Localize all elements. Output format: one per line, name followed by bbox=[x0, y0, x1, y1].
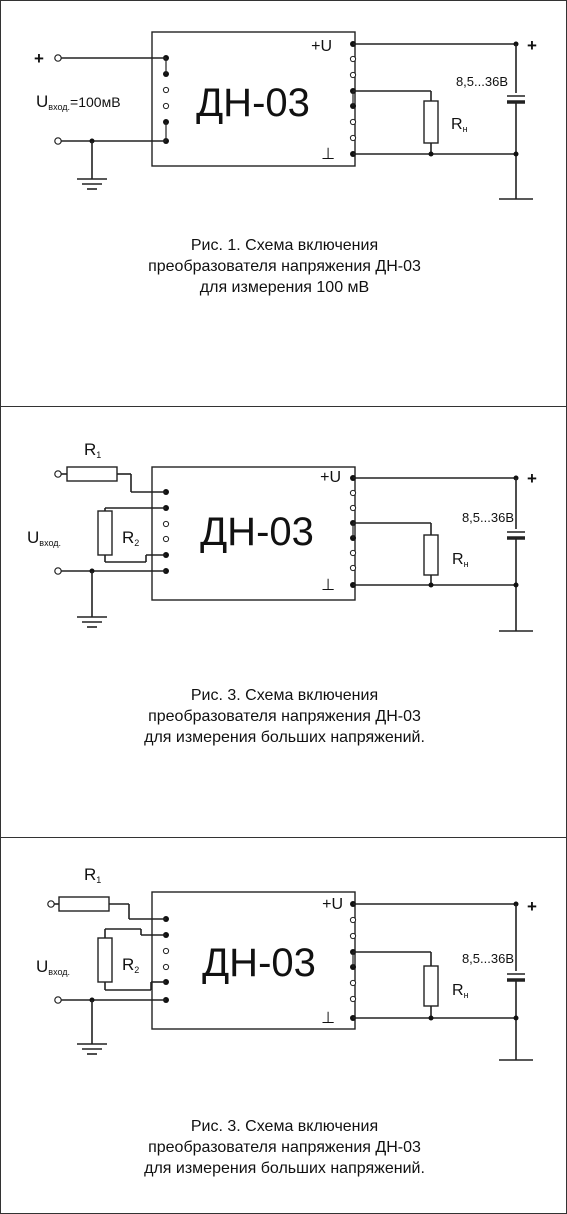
plus-u-label: +U bbox=[322, 896, 343, 913]
supply-plus-sign: + bbox=[527, 36, 537, 55]
circuit-diagram-3: ДН-03 +U ⊥ R1 R2 Uвхо bbox=[36, 865, 537, 1061]
right-pin-open bbox=[349, 55, 357, 63]
plus-u-label: +U bbox=[320, 469, 341, 486]
supply-voltage-label: 8,5...36В bbox=[462, 951, 514, 966]
left-pin-open bbox=[162, 102, 170, 110]
device-box bbox=[151, 891, 356, 1030]
input-voltage-label: Uвход. bbox=[36, 957, 70, 977]
load-resistor-label: Rн bbox=[452, 551, 469, 569]
left-pin-open bbox=[162, 86, 170, 94]
left-pin-open bbox=[162, 520, 170, 528]
resistor-r2 bbox=[97, 937, 113, 983]
figure-caption-3: Рис. 3. Схема включения преобразователя … bbox=[144, 1118, 425, 1177]
load-resistor-label: Rн bbox=[451, 116, 468, 134]
device-label: ДН-03 bbox=[196, 81, 310, 125]
figure-caption-1: Рис. 1. Схема включения преобразователя … bbox=[148, 237, 421, 296]
right-pin-open bbox=[349, 118, 357, 126]
diagram-panel-2: ДН-03 +U ⊥ R1 R2 Uвход. bbox=[0, 406, 567, 838]
supply-plus-sign: + bbox=[527, 469, 537, 488]
circuit-diagram-1: ДН-03 +U ⊥ + Uвход.=100мВ bbox=[34, 31, 537, 200]
diagram-panel-1: ДН-03 +U ⊥ + Uвход.=100мВ bbox=[0, 0, 567, 407]
load-resistor bbox=[423, 965, 439, 1007]
right-pin-open bbox=[349, 71, 357, 79]
device-label: ДН-03 bbox=[202, 941, 316, 985]
input-terminal-minus bbox=[54, 996, 62, 1004]
r2-label: R2 bbox=[122, 955, 139, 975]
supply-voltage-label: 8,5...36В bbox=[462, 510, 514, 525]
ground-pin-label: ⊥ bbox=[321, 577, 335, 594]
input-plus-sign: + bbox=[34, 49, 44, 68]
input-voltage-label: Uвход. bbox=[27, 528, 61, 548]
figure-caption-2: Рис. 3. Схема включения преобразователя … bbox=[144, 687, 425, 746]
supply-plus-sign: + bbox=[527, 897, 537, 916]
right-pin-open bbox=[349, 134, 357, 142]
resistor-r2 bbox=[97, 510, 113, 556]
input-terminal-minus bbox=[54, 567, 62, 575]
input-terminal-plus bbox=[54, 470, 62, 478]
device-label: ДН-03 bbox=[200, 510, 314, 554]
r1-label: R1 bbox=[84, 865, 101, 885]
r1-label: R1 bbox=[84, 440, 101, 460]
input-voltage-label: Uвход.=100мВ bbox=[36, 92, 121, 112]
resistor-r1 bbox=[66, 466, 118, 482]
load-resistor bbox=[423, 534, 439, 576]
left-pin-open bbox=[162, 535, 170, 543]
load-resistor-label: Rн bbox=[452, 982, 469, 1000]
r2-label: R2 bbox=[122, 528, 139, 548]
plus-u-label: +U bbox=[311, 38, 332, 55]
device-box bbox=[151, 466, 356, 601]
diagram-panel-3: ДН-03 +U ⊥ R1 R2 Uвхо bbox=[0, 837, 567, 1214]
device-box bbox=[151, 31, 356, 167]
circuit-diagram-2: ДН-03 +U ⊥ R1 R2 Uвход. bbox=[27, 440, 537, 632]
resistor-r1 bbox=[58, 896, 110, 912]
ground-pin-label: ⊥ bbox=[321, 146, 335, 163]
input-terminal-plus bbox=[47, 900, 55, 908]
supply-voltage-label: 8,5...36В bbox=[456, 74, 508, 89]
load-resistor bbox=[423, 100, 439, 144]
input-terminal-minus bbox=[54, 137, 62, 145]
input-terminal-plus bbox=[54, 54, 62, 62]
ground-pin-label: ⊥ bbox=[321, 1010, 335, 1027]
